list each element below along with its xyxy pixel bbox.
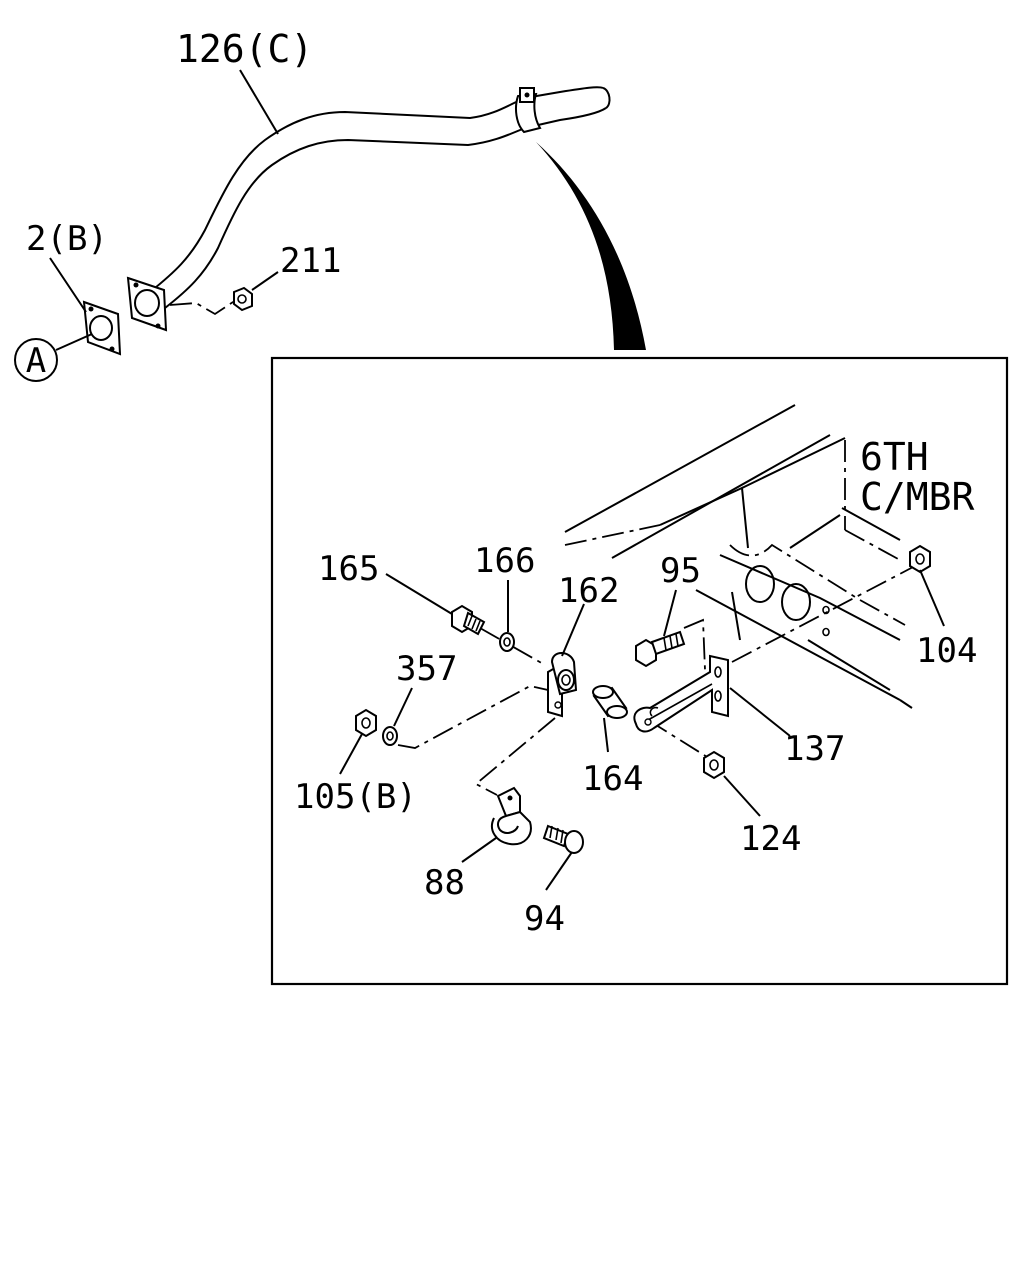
washer-357[interactable]: [382, 726, 398, 746]
label-166: 166: [474, 541, 535, 581]
leader-162: [561, 603, 585, 657]
label-162: 162: [558, 571, 619, 611]
leader-211: [251, 271, 279, 291]
assembly-line-211: [169, 299, 237, 316]
label-105b: 105(B): [294, 777, 417, 817]
label-95: 95: [660, 551, 701, 591]
leader-2b: [49, 257, 87, 313]
detail-frame: [270, 356, 1009, 986]
frame-note-line2: C/MBR: [860, 475, 975, 519]
assembly-line-88: [474, 717, 556, 796]
hose-flange-icon: [126, 276, 168, 332]
hose-126c[interactable]: [149, 86, 611, 309]
leader-104: [919, 569, 945, 627]
label-104: 104: [916, 631, 977, 671]
leader-137: [729, 687, 791, 737]
assembly-line-104: [731, 565, 916, 663]
leader-164: [603, 717, 609, 753]
label-124: 124: [740, 819, 801, 859]
reference-mark-a: A: [14, 338, 58, 382]
assembly-line-357: [397, 685, 549, 749]
bolt-95[interactable]: [635, 630, 686, 668]
leader-124: [723, 775, 761, 817]
leader-94: [545, 851, 573, 891]
assembly-line-165: [479, 627, 546, 666]
washer-166[interactable]: [499, 632, 515, 652]
nut-105b[interactable]: [355, 708, 377, 738]
assembly-line-95: [683, 618, 706, 671]
leader-95: [663, 589, 677, 637]
label-94: 94: [524, 899, 565, 939]
bracket-137[interactable]: [633, 654, 729, 733]
hose-clamp-icon: [515, 87, 542, 134]
label-2b: 2(B): [26, 219, 108, 259]
bracket-162[interactable]: [547, 652, 578, 718]
label-126c: 126(C): [176, 27, 313, 71]
leader-88: [461, 837, 497, 863]
leader-357: [393, 687, 413, 727]
nut-104[interactable]: [909, 544, 931, 574]
assembly-line-124: [647, 719, 713, 761]
label-165: 165: [318, 549, 379, 589]
leader-165: [385, 573, 453, 615]
reference-mark-label: A: [26, 341, 46, 381]
nut-124[interactable]: [703, 750, 725, 780]
spacer-164[interactable]: [592, 685, 628, 719]
gasket-2b[interactable]: [82, 300, 122, 356]
crossmember-outline: [564, 404, 913, 709]
frame-note-line1: 6TH: [860, 435, 929, 479]
nut-211[interactable]: [233, 286, 253, 312]
label-164: 164: [582, 759, 643, 799]
leader-105b: [339, 733, 363, 775]
label-88: 88: [424, 863, 465, 903]
label-137: 137: [784, 729, 845, 769]
detail-pointer: [536, 142, 646, 350]
bolt-94[interactable]: [542, 824, 584, 854]
leader-a: [55, 333, 93, 351]
clip-88[interactable]: [491, 786, 532, 846]
label-211: 211: [280, 241, 341, 281]
leader-frame-note: [789, 514, 841, 549]
bolt-165[interactable]: [451, 604, 486, 636]
label-357: 357: [396, 649, 457, 689]
leader-126c: [239, 69, 279, 135]
